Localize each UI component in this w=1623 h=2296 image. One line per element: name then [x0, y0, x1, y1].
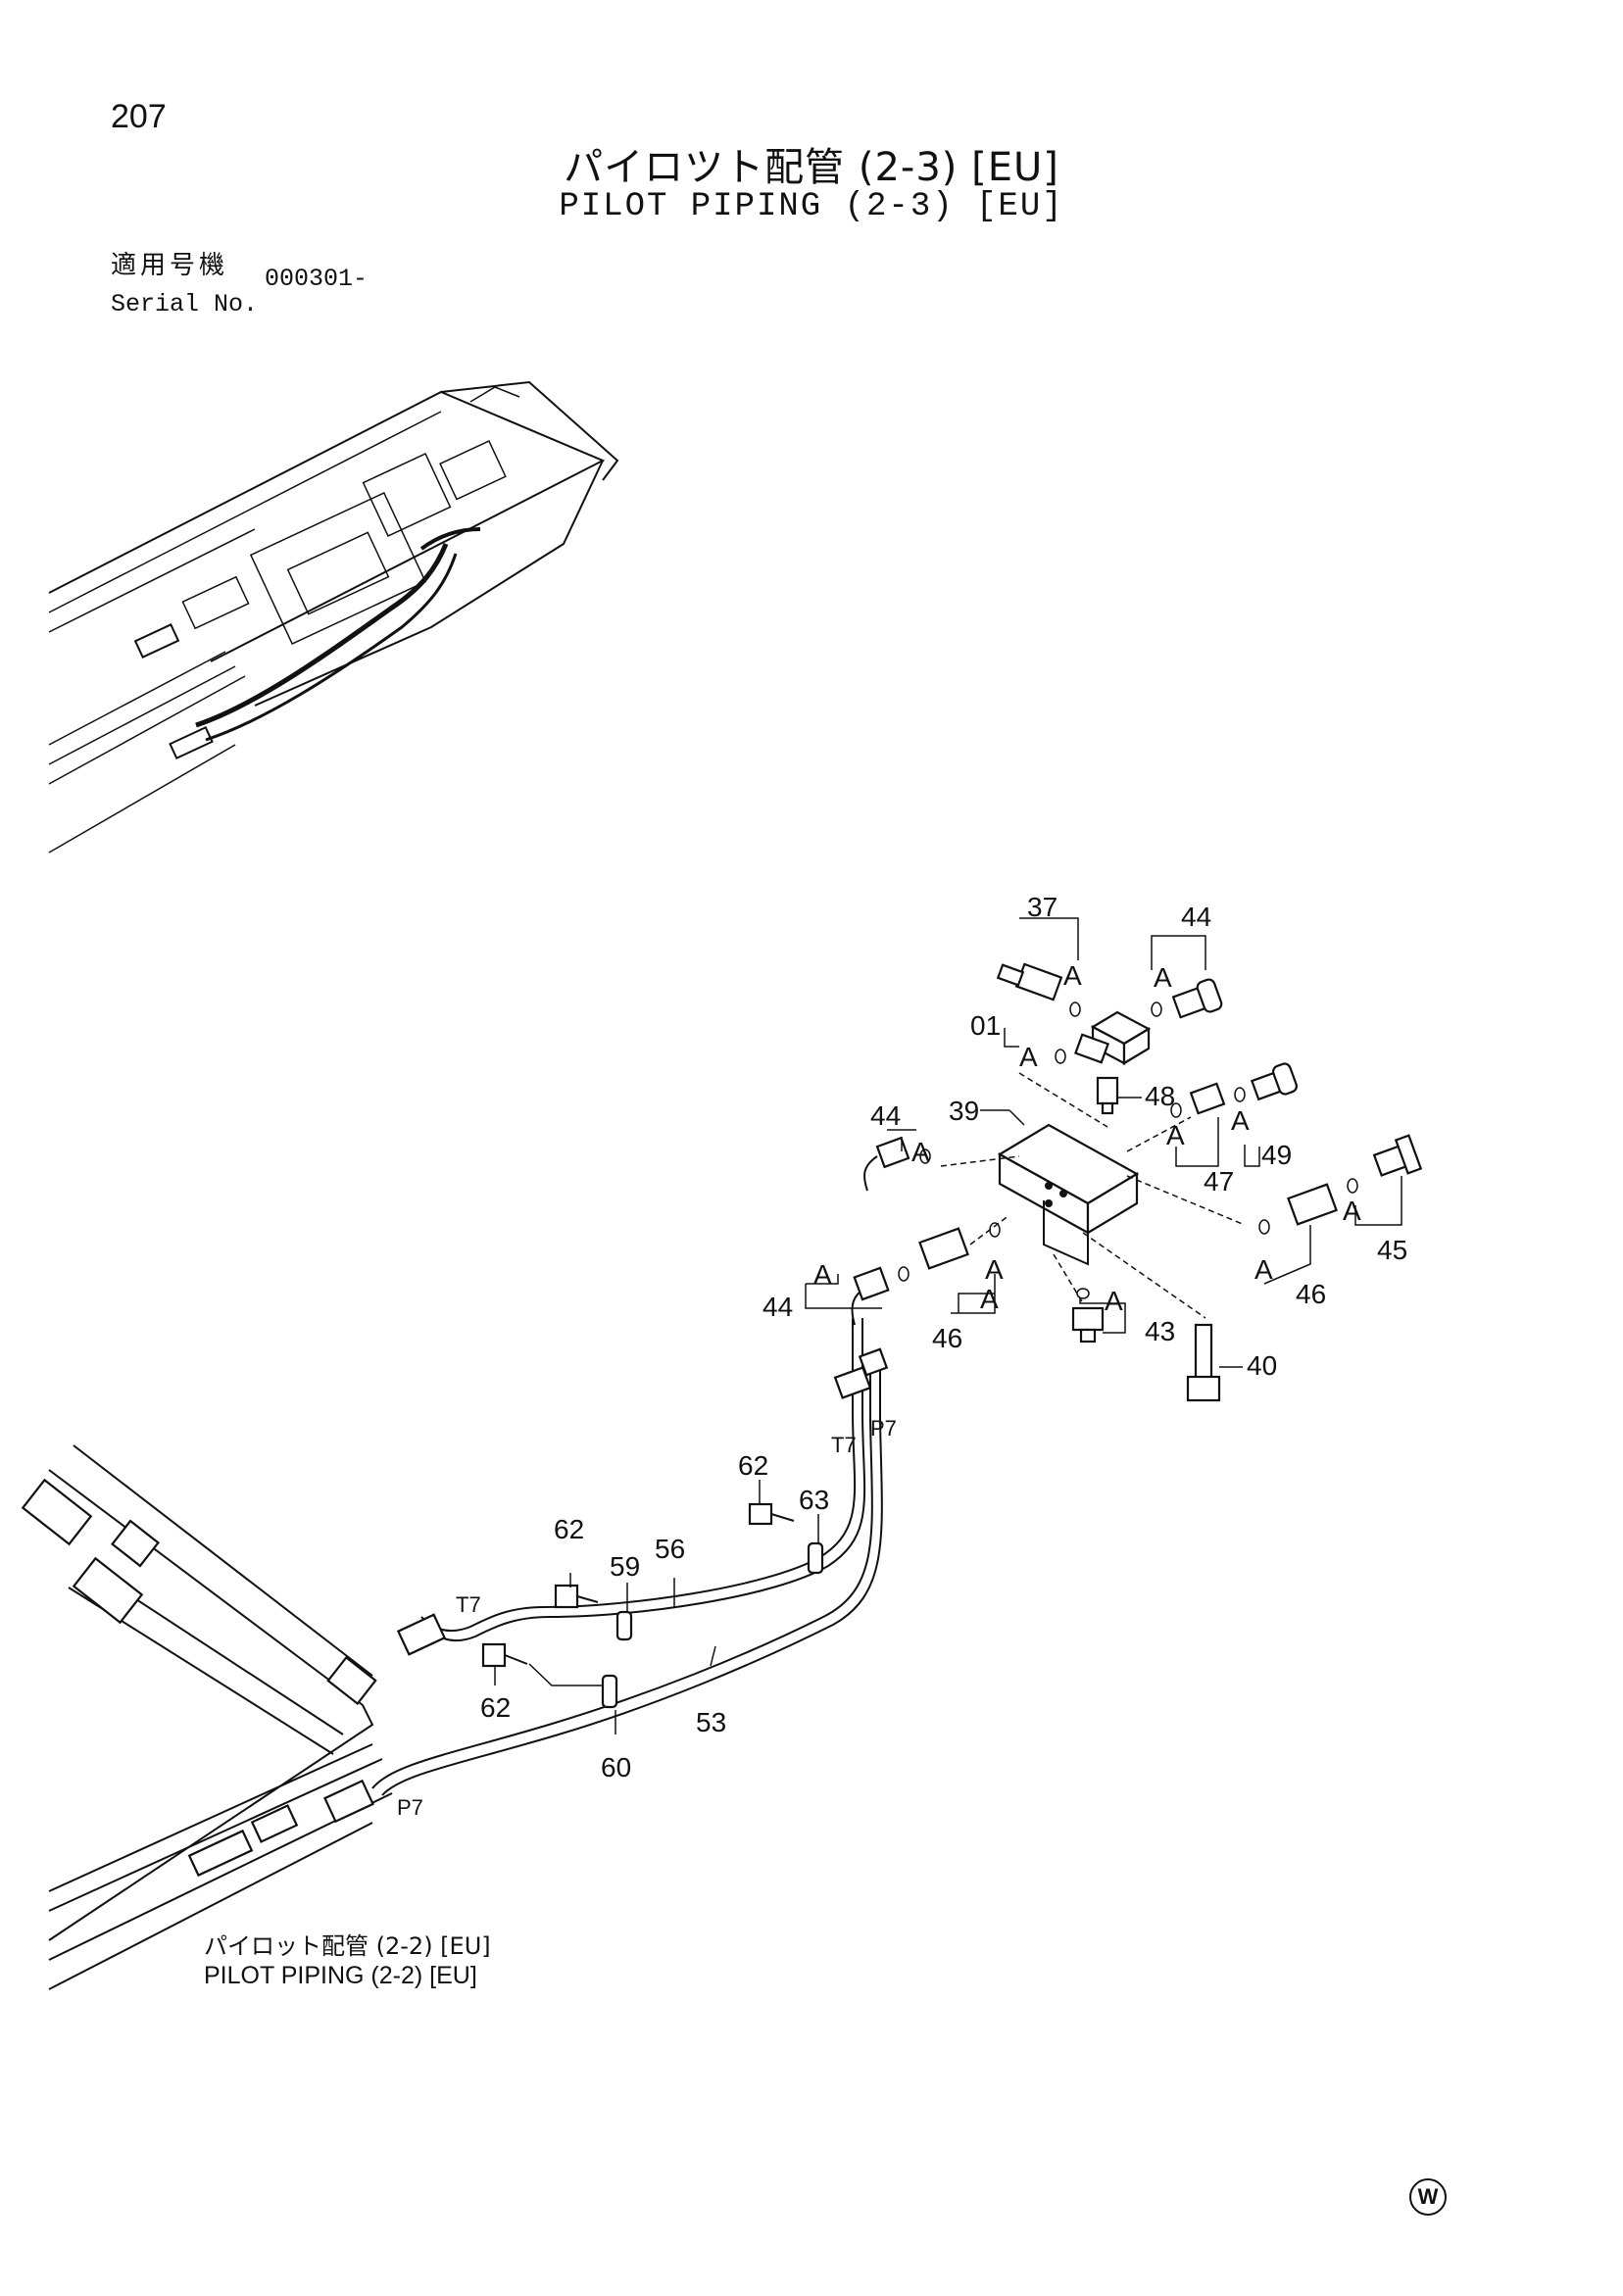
- port-t7: T7: [831, 1433, 857, 1457]
- a-mark: A: [813, 1259, 832, 1290]
- a-mark: A: [980, 1284, 999, 1314]
- callout-62: 62: [480, 1692, 511, 1723]
- machine-overview-drawing: [48, 380, 619, 854]
- callout-43: 43: [1145, 1316, 1175, 1346]
- callout-40: 40: [1247, 1350, 1277, 1381]
- callout-62: 62: [738, 1450, 768, 1481]
- callout-63: 63: [799, 1485, 829, 1515]
- callout-44: 44: [762, 1292, 793, 1322]
- callout-48: 48: [1145, 1081, 1175, 1111]
- callout-56: 56: [655, 1534, 685, 1564]
- page-number: 207: [111, 98, 167, 135]
- callout-53: 53: [696, 1707, 726, 1737]
- port-p7: P7: [397, 1795, 423, 1820]
- a-mark: A: [1063, 960, 1082, 991]
- a-mark: A: [911, 1137, 930, 1167]
- a-mark: A: [985, 1254, 1004, 1285]
- reference-label-japanese: パイロット配管 (2-2) [EU]: [204, 1932, 491, 1960]
- title-english: PILOT PIPING (2-3) [EU]: [559, 188, 1064, 225]
- callout-59: 59: [610, 1551, 640, 1582]
- callout-44: 44: [1181, 902, 1211, 932]
- assembly-a-marks: A A A A A A A A A A A A: [813, 960, 1361, 1316]
- a-mark: A: [1231, 1105, 1250, 1136]
- callout-labels: 37 44 01 48 39 47 49 45 44 44 46 46 43 4…: [480, 892, 1407, 1783]
- callout-44: 44: [870, 1100, 901, 1131]
- callout-45: 45: [1377, 1235, 1407, 1265]
- a-mark: A: [1105, 1286, 1123, 1316]
- callout-46: 46: [932, 1323, 962, 1353]
- callout-46: 46: [1296, 1279, 1326, 1309]
- port-labels: T7 P7 T7 P7: [397, 1416, 897, 1820]
- port-t7: T7: [456, 1592, 481, 1617]
- a-mark: A: [1154, 962, 1172, 993]
- watermark-circle-w: W: [1409, 2178, 1447, 2216]
- title-japanese: パイロツト配管 (2-3) [EU]: [564, 145, 1059, 190]
- reference-label-english: PILOT PIPING (2-2) [EU]: [204, 1962, 477, 1989]
- a-mark: A: [1254, 1254, 1273, 1285]
- a-mark: A: [1019, 1042, 1038, 1072]
- callout-49: 49: [1261, 1140, 1292, 1170]
- callout-60: 60: [601, 1752, 631, 1783]
- pilot-valve-exploded-view: [805, 917, 1423, 1402]
- callout-62: 62: [554, 1514, 584, 1544]
- callout-39: 39: [949, 1096, 979, 1126]
- port-p7: P7: [870, 1416, 897, 1441]
- serial-label-english: Serial No.: [111, 290, 259, 318]
- serial-label-japanese: 適用号機: [111, 251, 229, 280]
- serial-number-value: 000301-: [265, 265, 369, 293]
- a-mark: A: [1166, 1120, 1185, 1150]
- callout-47: 47: [1204, 1166, 1234, 1197]
- pipe-lines: [21, 1318, 889, 1990]
- callout-01: 01: [970, 1010, 1001, 1041]
- a-mark: A: [1343, 1196, 1361, 1226]
- callout-37: 37: [1027, 892, 1057, 922]
